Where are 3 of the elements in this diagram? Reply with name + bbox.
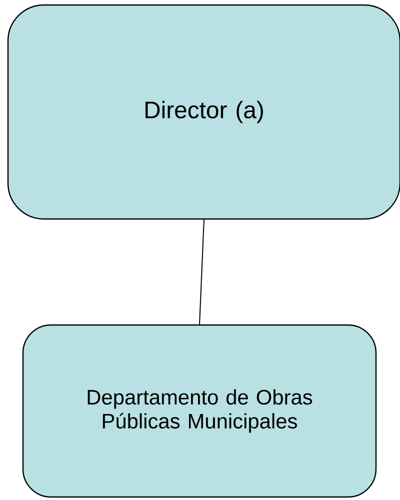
org-box: Departamento de Obras Públicas Municipales xyxy=(22,324,377,498)
org-box: Director (a) xyxy=(7,4,400,220)
connector-line xyxy=(199,219,204,325)
